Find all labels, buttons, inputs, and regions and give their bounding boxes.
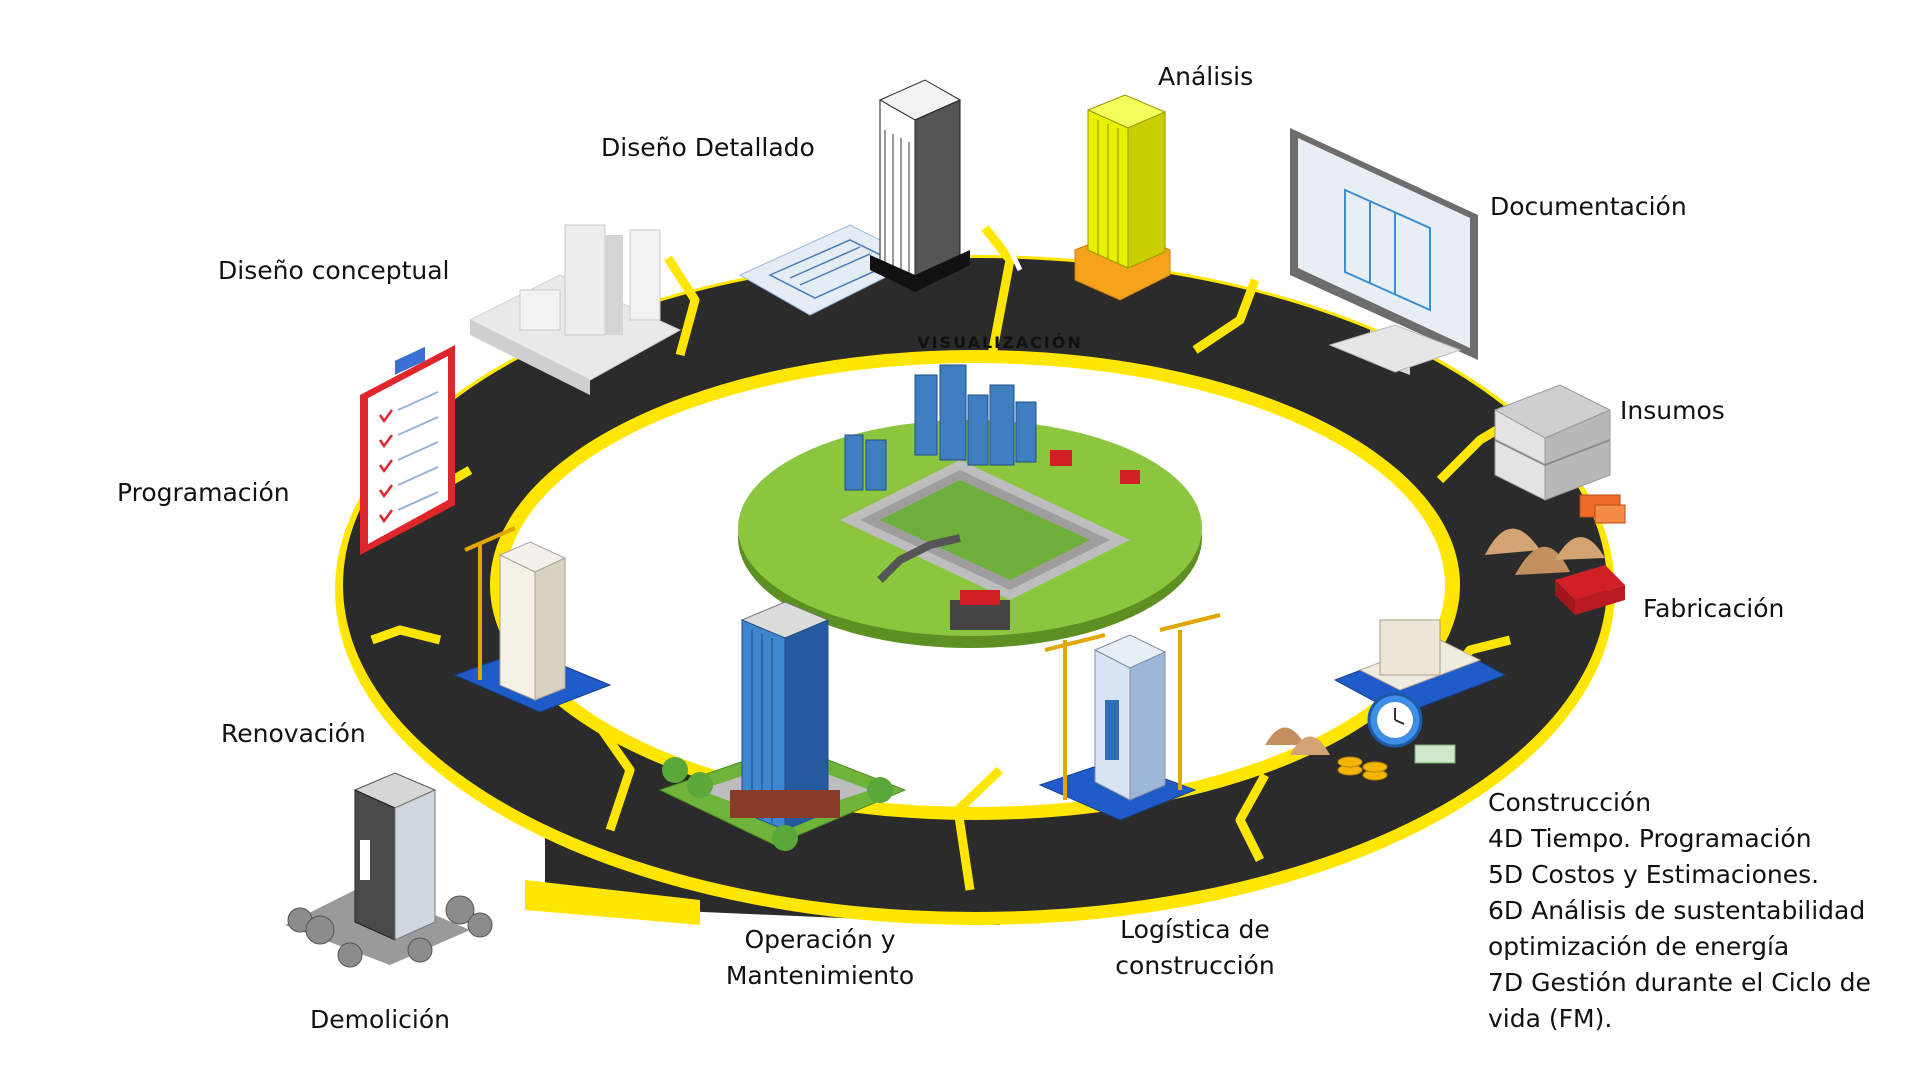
construccion-line: 4D Tiempo. Programación: [1488, 824, 1812, 853]
construccion-line: 6D Análisis de sustentabilidad: [1488, 896, 1866, 925]
label-renovacion: Renovación: [221, 719, 366, 748]
label-diseno-conceptual: Diseño conceptual: [218, 256, 450, 285]
construccion-line: 5D Costos y Estimaciones.: [1488, 860, 1820, 889]
label-operacion-line2: Mantenimiento: [725, 961, 915, 990]
construction-cost-icon: [1333, 619, 1507, 781]
blueprint-tower-icon: [738, 79, 970, 316]
construccion-block: Construcción 4D Tiempo. Programación 5D …: [1488, 785, 1871, 1037]
clipboard-icon: [360, 345, 455, 555]
analysis-tower-icon: [1074, 94, 1171, 301]
label-demolicion: Demolición: [310, 1005, 451, 1034]
label-logistica-line2: construcción: [1115, 951, 1275, 980]
label-fabricacion: Fabricación: [1643, 594, 1785, 623]
bricks-icon: [1555, 494, 1626, 615]
conceptual-model-icon: [468, 224, 682, 395]
label-programacion: Programación: [117, 478, 290, 507]
label-logistica: Logística de construcción: [1085, 912, 1305, 984]
label-insumos: Insumos: [1620, 396, 1725, 425]
construccion-title: Construcción: [1488, 788, 1652, 817]
office-tower-icon: [658, 601, 907, 851]
label-analisis: Análisis: [1158, 62, 1254, 91]
label-logistica-line1: Logística de: [1120, 915, 1270, 944]
monitor-icon: [1290, 128, 1478, 375]
construccion-line: vida (FM).: [1488, 1004, 1613, 1033]
construccion-line: optimización de energía: [1488, 932, 1790, 961]
label-diseno-detallado: Diseño Detallado: [601, 133, 815, 162]
demolition-building-icon: [285, 772, 493, 968]
label-documentacion: Documentación: [1490, 192, 1687, 221]
label-operacion-line1: Operación y: [744, 925, 896, 954]
crane-tower-icon: [1038, 613, 1221, 821]
ring-label: VISUALIZACIÓN: [917, 333, 1083, 352]
label-operacion: Operación y Mantenimiento: [700, 922, 940, 994]
construccion-line: 7D Gestión durante el Ciclo de: [1488, 968, 1871, 997]
sand-piles-icon: [1265, 528, 1605, 755]
city-island-icon: [738, 364, 1202, 648]
building-frame-icon: [1493, 384, 1612, 501]
renovation-crane-icon: [453, 526, 612, 713]
